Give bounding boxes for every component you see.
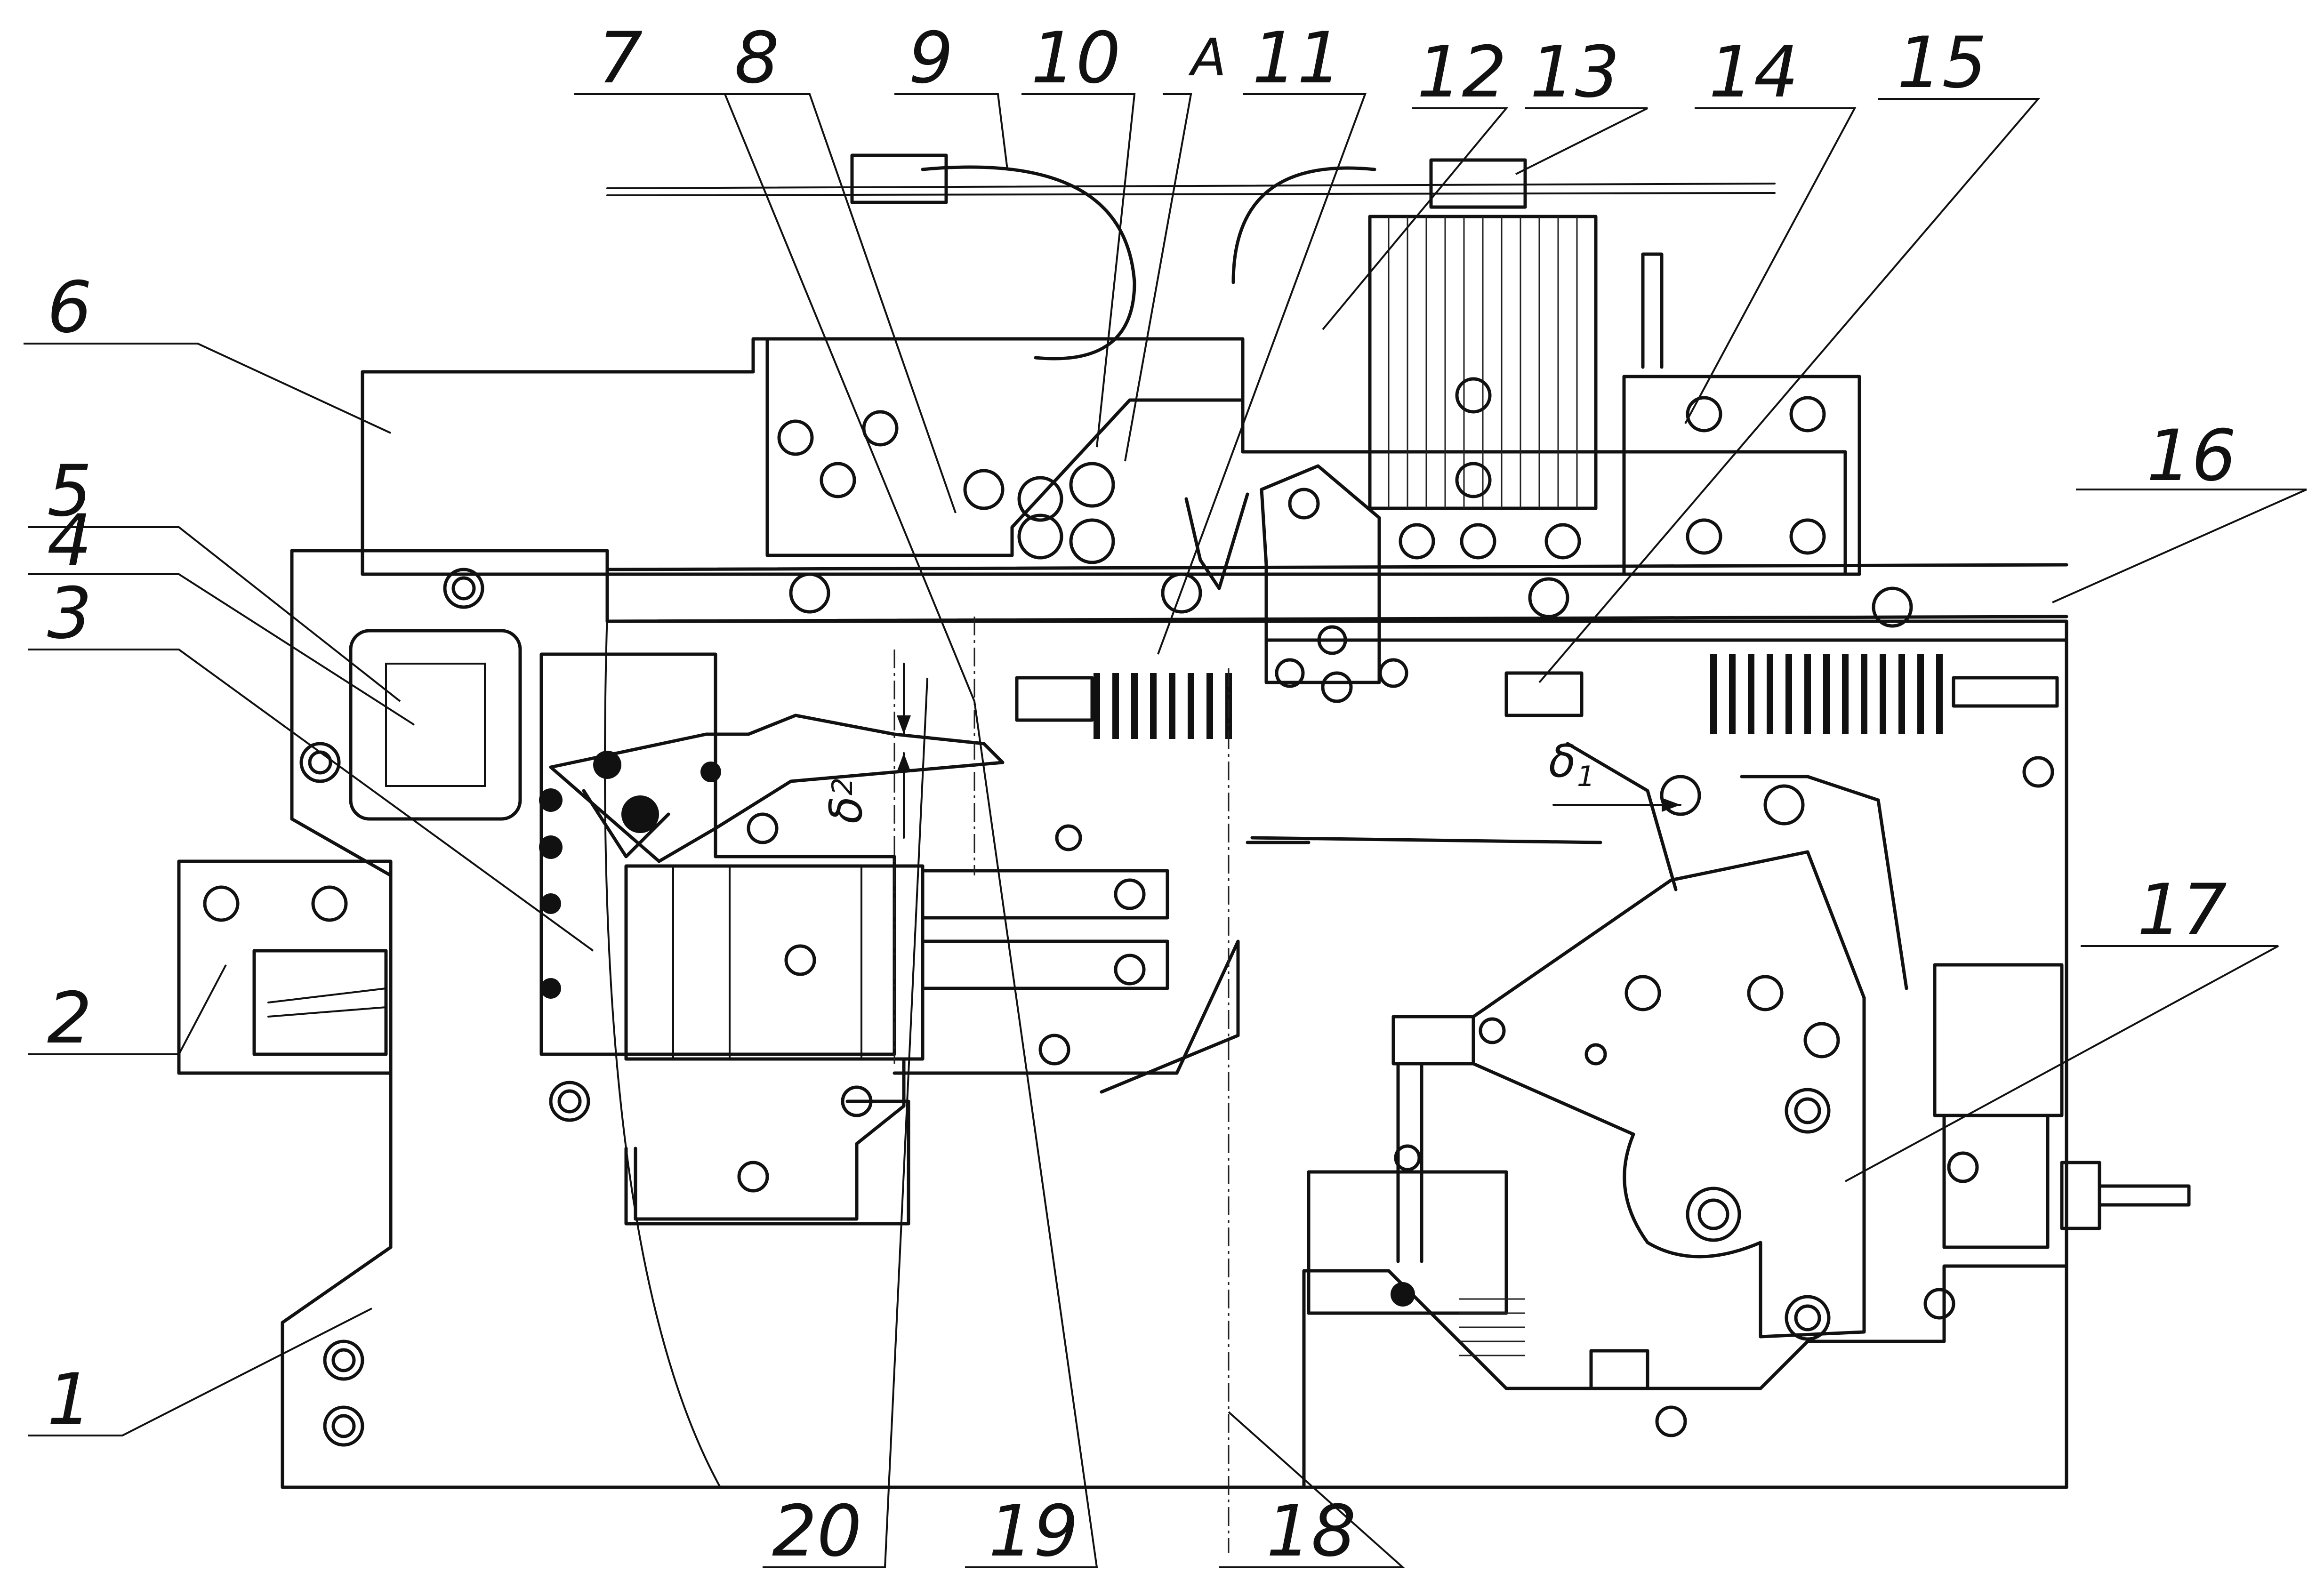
side-bracket bbox=[177, 859, 393, 1075]
callout-17: 17 bbox=[2137, 869, 2227, 951]
callout-20: 20 bbox=[772, 1491, 862, 1572]
callout-1: 1 bbox=[47, 1359, 92, 1441]
delta2-subscript: 2 bbox=[826, 778, 859, 795]
callout-6: 6 bbox=[47, 267, 92, 349]
callout-2: 2 bbox=[47, 978, 92, 1059]
arc-chute bbox=[1368, 215, 1861, 576]
callout-19: 19 bbox=[989, 1491, 1078, 1572]
dimension-delta2: δ 2 bbox=[820, 663, 911, 839]
delta2-symbol: δ bbox=[820, 796, 872, 824]
callout-10: 10 bbox=[1031, 17, 1121, 99]
callout-18: 18 bbox=[1266, 1491, 1356, 1572]
callout-12: 12 bbox=[1417, 32, 1507, 113]
callout-16: 16 bbox=[2147, 415, 2236, 497]
leader-lines bbox=[24, 93, 2307, 1568]
upper-housing bbox=[361, 337, 1847, 576]
callout-5: 5 bbox=[47, 450, 92, 532]
callout-11: 11 bbox=[1252, 17, 1342, 99]
callout-9: 9 bbox=[909, 17, 953, 99]
lower-left-housing bbox=[604, 611, 910, 1488]
spring-11 bbox=[1015, 673, 1232, 739]
mounting-bracket bbox=[349, 629, 522, 821]
callout-A: A bbox=[1188, 27, 1226, 88]
main-bar bbox=[605, 563, 2068, 642]
center-lines bbox=[893, 617, 1230, 1553]
callout-13: 13 bbox=[1530, 32, 1620, 113]
delta1-subscript: 1 bbox=[1577, 760, 1595, 793]
latch-lever bbox=[549, 714, 1005, 863]
lower-right-housing bbox=[1302, 1170, 2068, 1489]
callout-4: 4 bbox=[47, 500, 92, 582]
dimension-delta1: δ 1 bbox=[1549, 736, 1681, 812]
actuator-coil bbox=[539, 652, 1240, 1221]
callout-15: 15 bbox=[1897, 22, 1987, 104]
fasteners bbox=[203, 377, 2054, 1447]
right-mechanism bbox=[1391, 742, 2191, 1339]
delta1-symbol: δ bbox=[1549, 736, 1576, 787]
callout-14: 14 bbox=[1709, 32, 1799, 113]
contact-bars-top bbox=[606, 153, 1776, 361]
callouts: 7 8 9 10 A 11 12 13 14 15 6 5 4 3 2 1 16… bbox=[47, 17, 2236, 1572]
callout-8: 8 bbox=[734, 17, 779, 99]
callout-3: 3 bbox=[47, 573, 92, 655]
spring-15 bbox=[1504, 654, 2059, 734]
callout-7: 7 bbox=[598, 17, 643, 99]
link-arm bbox=[1184, 464, 1602, 844]
